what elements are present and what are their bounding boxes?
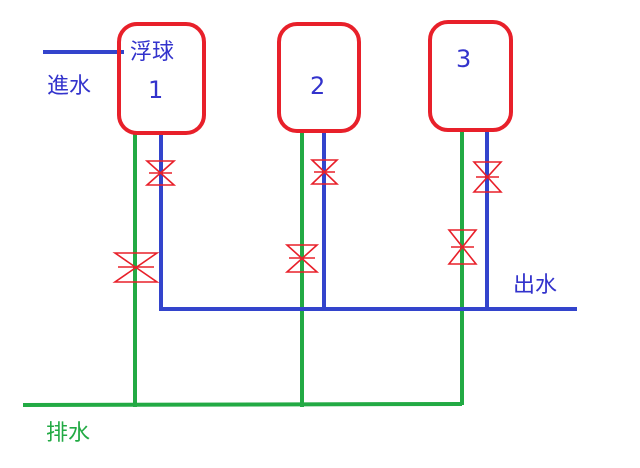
tank-1-number: 1	[148, 76, 163, 104]
tank-3-number: 3	[456, 45, 471, 73]
inlet-label: 進水	[47, 74, 91, 99]
tank-3	[428, 20, 513, 132]
tank-1	[117, 22, 206, 135]
valve-icon	[112, 252, 160, 283]
valve-icon	[447, 229, 478, 265]
valve-icon	[284, 244, 320, 273]
drain-label: 排水	[46, 421, 90, 446]
valve-icon	[472, 161, 503, 193]
tank-2	[277, 22, 361, 133]
valve-icon	[310, 159, 339, 185]
outlet-label: 出水	[513, 273, 557, 298]
drain-main-pipe	[22, 402, 463, 407]
valve-icon	[144, 160, 177, 186]
float-label: 浮球	[130, 40, 174, 65]
tank-2-number: 2	[310, 72, 325, 100]
